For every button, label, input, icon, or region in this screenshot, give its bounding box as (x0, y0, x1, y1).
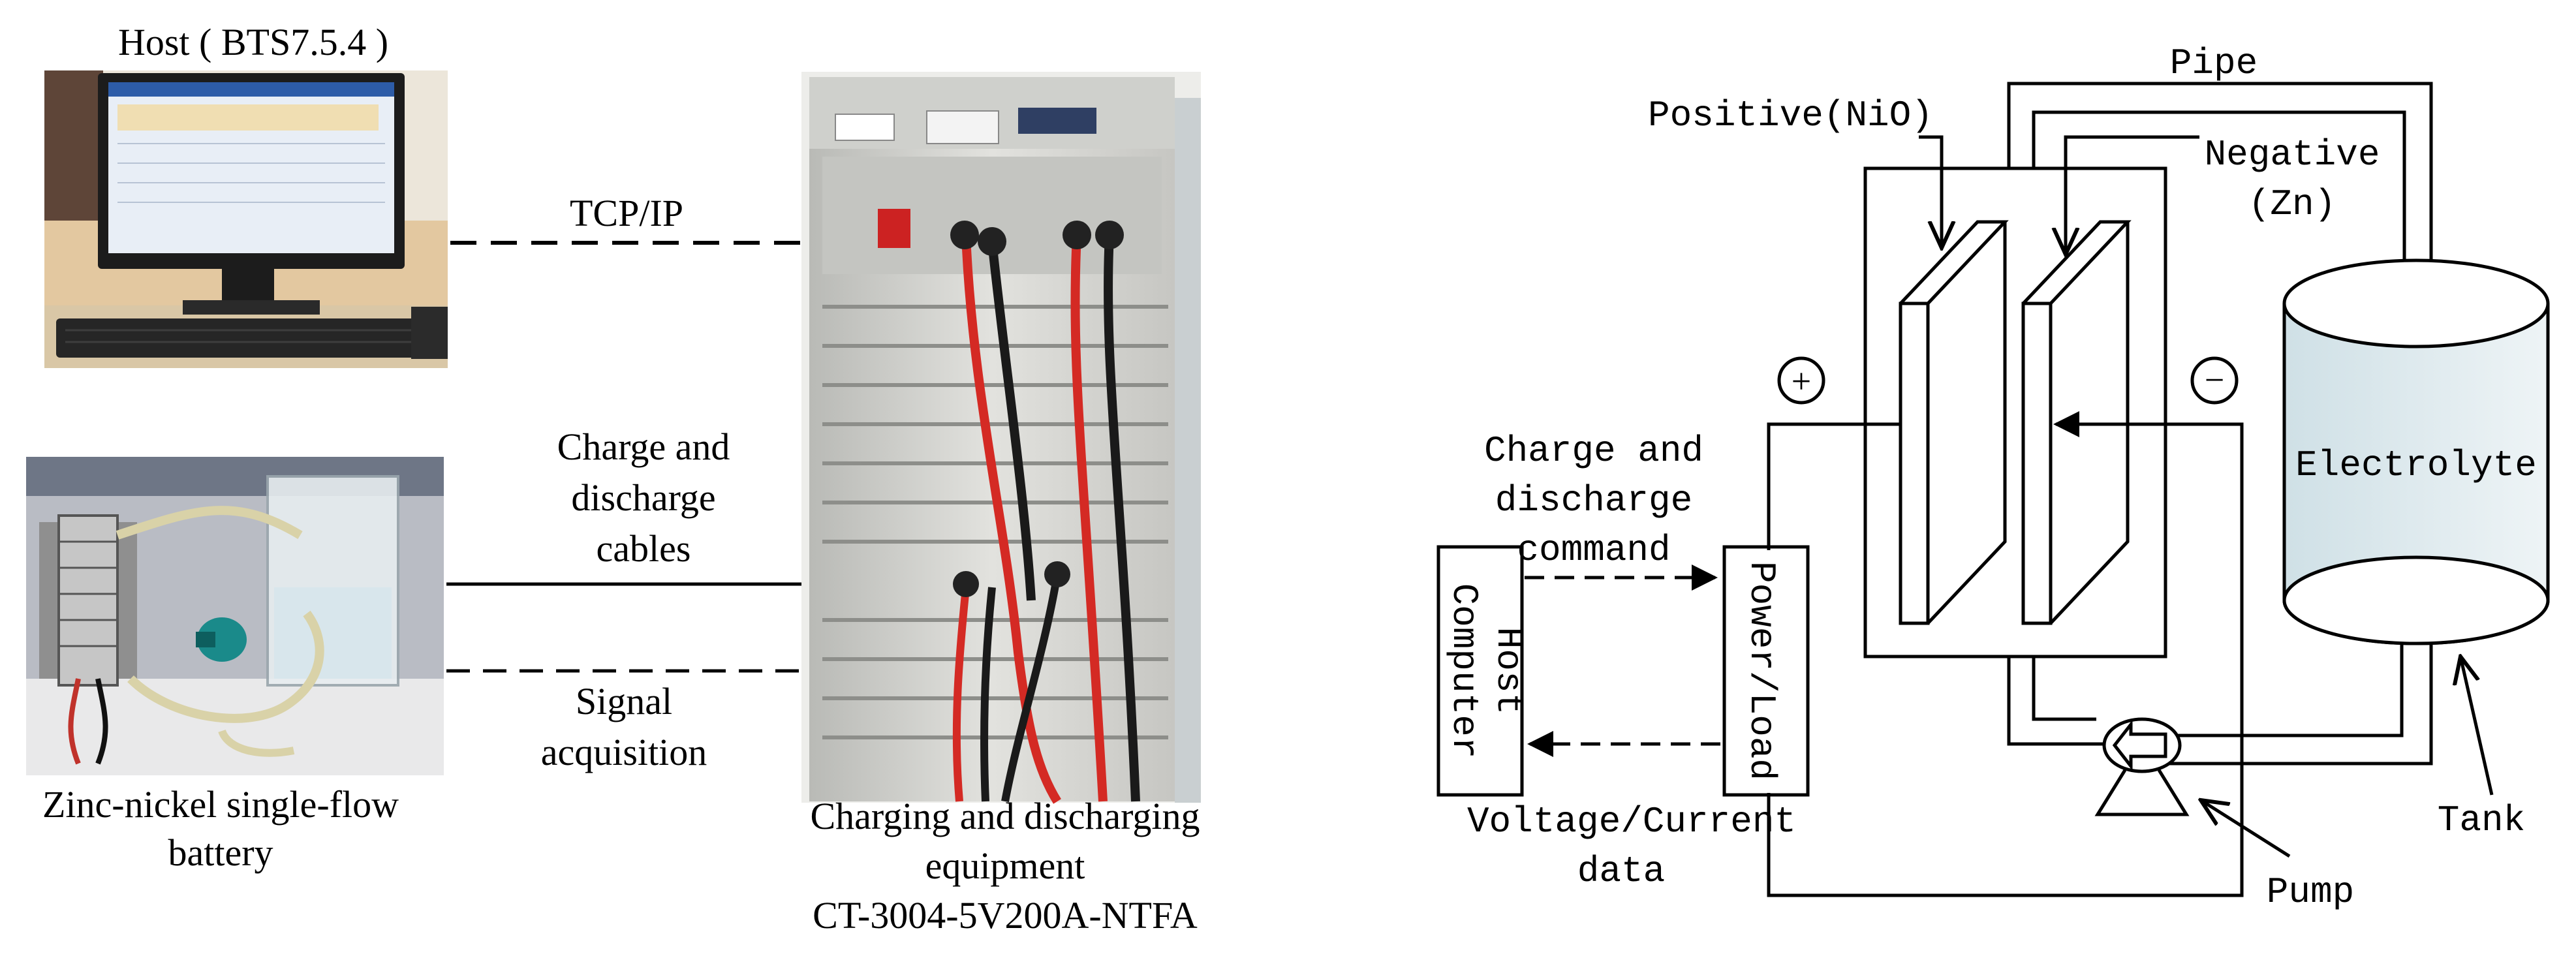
right-panel: Pipe Positive(NiO) Negative (Zn) + (1436, 42, 2550, 913)
battery-photo (26, 457, 444, 775)
positive-wire (1767, 422, 1901, 550)
pipe-inner-line (2032, 110, 2406, 268)
pipe-label: Pipe (2170, 42, 2258, 84)
negative-electrode (2021, 220, 2132, 625)
host-computer-label-line-2: Computer (1443, 583, 1485, 759)
signal-label-line-1: Signal (576, 680, 672, 722)
cell-box (1863, 166, 2167, 658)
positive-label: Positive(NiO) (1648, 95, 1933, 136)
battery-label-line-1: Zinc-nickel single-flow (42, 783, 399, 826)
positive-electrode (1899, 220, 2009, 625)
cables-label-line-2: discharge (571, 476, 715, 519)
positive-terminal-symbol: + (1792, 362, 1811, 401)
tank-label: Tank (2438, 799, 2525, 841)
pump-pointer (2201, 800, 2291, 858)
cables-label-line-3: cables (597, 527, 691, 570)
power-load-label: Power/Load (1741, 561, 1782, 781)
cables-label-line-1: Charge and (557, 426, 730, 468)
battery-label-line-2: battery (168, 831, 273, 874)
tcpip-label: TCP/IP (570, 192, 683, 234)
negative-pointer (2066, 135, 2199, 255)
negative-terminal-symbol: − (2205, 360, 2224, 399)
host-photo (44, 70, 448, 368)
positive-pointer (1919, 135, 1942, 248)
host-computer-label-line-1: Host (1487, 627, 1529, 715)
pump-outlet-inner (2032, 657, 2096, 721)
left-panel: Host ( BTS7.5.4 ) (26, 21, 1201, 936)
command-label-line-3: command (1517, 529, 1670, 571)
electrolyte-tank (2282, 258, 2550, 645)
host-computer-box (1436, 545, 1524, 797)
equipment-label-line-2: equipment (925, 844, 1085, 887)
voltage-label-line-2: data (1577, 850, 1665, 892)
equipment-photo (801, 72, 1201, 804)
pump-outlet-outer (2007, 657, 2108, 746)
positive-terminal (1777, 356, 1825, 405)
host-label: Host ( BTS7.5.4 ) (118, 21, 388, 63)
signal-label-line-2: acquisition (541, 731, 707, 773)
return-pipe-outer (2141, 643, 2433, 766)
pump (2094, 717, 2190, 816)
equipment-label-line-1: Charging and discharging (810, 795, 1200, 837)
power-load-box (1722, 545, 1810, 797)
negative-label-line-1: Negative (2205, 134, 2380, 176)
return-pipe-inner (2147, 643, 2404, 737)
pipe-outer-line (2007, 82, 2433, 268)
negative-terminal (2190, 356, 2239, 405)
voltage-label-line-1: Voltage/Current (1467, 801, 1796, 843)
tank-pointer (2460, 657, 2494, 796)
pump-label: Pump (2267, 871, 2354, 913)
negative-wire (1767, 411, 2244, 897)
negative-label-line-2: (Zn) (2248, 183, 2336, 225)
command-label-line-1: Charge and (1484, 430, 1703, 472)
command-label-line-2: discharge (1495, 480, 1692, 521)
electrolyte-label: Electrolyte (2295, 444, 2537, 486)
equipment-label-line-3: CT-3004-5V200A-NTFA (813, 894, 1198, 936)
